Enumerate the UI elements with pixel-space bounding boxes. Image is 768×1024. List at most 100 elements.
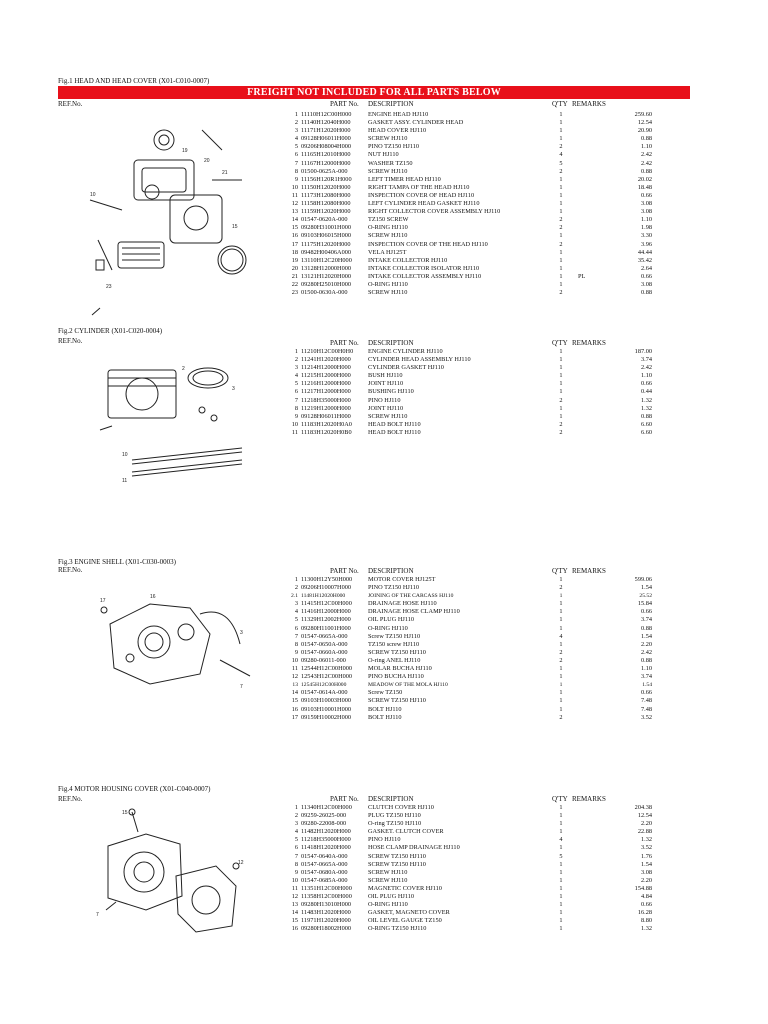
quantity: 1 — [559, 697, 563, 705]
quantity: 2 — [559, 584, 563, 592]
part-number: 11481H12020H000 — [301, 593, 346, 600]
unit-price: 2.20 — [640, 820, 652, 828]
ref-number: 3 — [294, 820, 298, 828]
part-description: BUSHING HJ110 — [368, 388, 414, 396]
unit-price: 6.60 — [640, 428, 652, 436]
part-description: JOINING OF THE CARCASS HJ110 — [368, 593, 454, 600]
part-number: 11217H12000H000 — [301, 388, 351, 396]
ref-number: 10 — [291, 420, 298, 428]
part-description: BUSH HJ110 — [368, 372, 403, 380]
part-number: 11416H12000H000 — [301, 608, 351, 616]
part-number: 09280H11001H000 — [301, 624, 351, 632]
part-number: 11241H12020H000 — [301, 356, 351, 364]
svg-text:16: 16 — [150, 594, 156, 600]
quantity: 2 — [559, 216, 563, 224]
part-number: 11140H12040H000 — [301, 119, 351, 127]
part-number: 11165H12010H000 — [301, 151, 351, 159]
part-description: HEAD COVER HJ110 — [368, 127, 427, 135]
ref-number: 6 — [294, 388, 298, 396]
part-number: 01547-0665A-000 — [301, 632, 348, 640]
unit-price: 7.48 — [640, 705, 652, 713]
part-number: 11483H12020H000 — [301, 909, 351, 917]
ref-number: 9 — [294, 412, 298, 420]
quantity: 2 — [559, 167, 563, 175]
part-description: OIL LEVEL GAUGE TZ150 — [368, 917, 442, 925]
quantity: 1 — [559, 232, 563, 240]
ref-number: 17 — [291, 713, 298, 721]
ref-number: 13 — [291, 208, 298, 216]
quantity: 1 — [559, 183, 563, 191]
svg-text:17: 17 — [100, 598, 106, 604]
ref-number: 2 — [294, 356, 298, 364]
part-description: O-ring ANEL HJ110 — [368, 656, 421, 664]
figure-1-title: Fig.1 HEAD AND HEAD COVER (X01-C010-0007… — [58, 77, 210, 85]
part-description: DRAINAGE HOSE HJ110 — [368, 600, 437, 608]
ref-number: 4 — [294, 608, 298, 616]
ref-number: 16 — [291, 925, 298, 933]
ref-number: 20 — [291, 264, 298, 272]
quantity: 2 — [559, 289, 563, 297]
unit-price: 1.54 — [640, 584, 652, 592]
unit-price: 0.66 — [640, 901, 652, 909]
svg-text:23: 23 — [106, 284, 112, 290]
part-no-header: PART No. — [330, 795, 359, 803]
part-description: PINO HJ110 — [368, 836, 401, 844]
unit-price: 3.52 — [640, 844, 652, 852]
quantity: 1 — [559, 356, 563, 364]
part-number: 11110H12C00H000 — [301, 111, 352, 118]
part-description: MAGNETIC COVER HJ110 — [368, 884, 442, 892]
part-description: SCREW HJ110 — [368, 876, 408, 884]
unit-price: 3.08 — [640, 868, 652, 876]
remarks: PL — [578, 272, 586, 280]
ref-number: 8 — [294, 404, 298, 412]
unit-price: 0.66 — [640, 380, 652, 388]
quantity: 2 — [559, 240, 563, 248]
ref-number: 6 — [294, 151, 298, 159]
figure-2-title: Fig.2 CYLINDER (X01-C020-0004) — [58, 327, 163, 335]
part-description: PINO TZ150 HJ110 — [368, 584, 420, 592]
description-header: DESCRIPTION — [368, 100, 414, 108]
part-number: 11218H35000H000 — [301, 836, 351, 844]
part-description: PINO BUCHA HJ110 — [368, 673, 424, 681]
ref-number: 12 — [291, 893, 298, 901]
quantity: 1 — [559, 200, 563, 208]
quantity: 1 — [559, 820, 563, 828]
part-number: 11415H12C00H000 — [301, 600, 352, 608]
unit-price: 12.54 — [637, 812, 652, 820]
ref-number: 14 — [291, 689, 298, 697]
quantity: 1 — [559, 348, 563, 355]
ref-number: 11 — [291, 428, 298, 436]
quantity: 1 — [559, 372, 563, 380]
unit-price: 2.20 — [640, 640, 652, 648]
part-number: 01547-0614A-000 — [301, 689, 348, 697]
quantity: 1 — [559, 272, 563, 280]
part-no-header: PART No. — [330, 567, 359, 575]
unit-price: 8.80 — [640, 917, 652, 925]
unit-price: 1.54 — [642, 682, 652, 689]
part-number: 11150H12020H000 — [301, 183, 351, 191]
ref-no-label: REF.No. — [58, 795, 83, 803]
unit-price: 1.10 — [640, 665, 652, 673]
part-number: 09206H10007H000 — [301, 584, 352, 592]
part-number: 11214H12000H000 — [301, 364, 351, 372]
